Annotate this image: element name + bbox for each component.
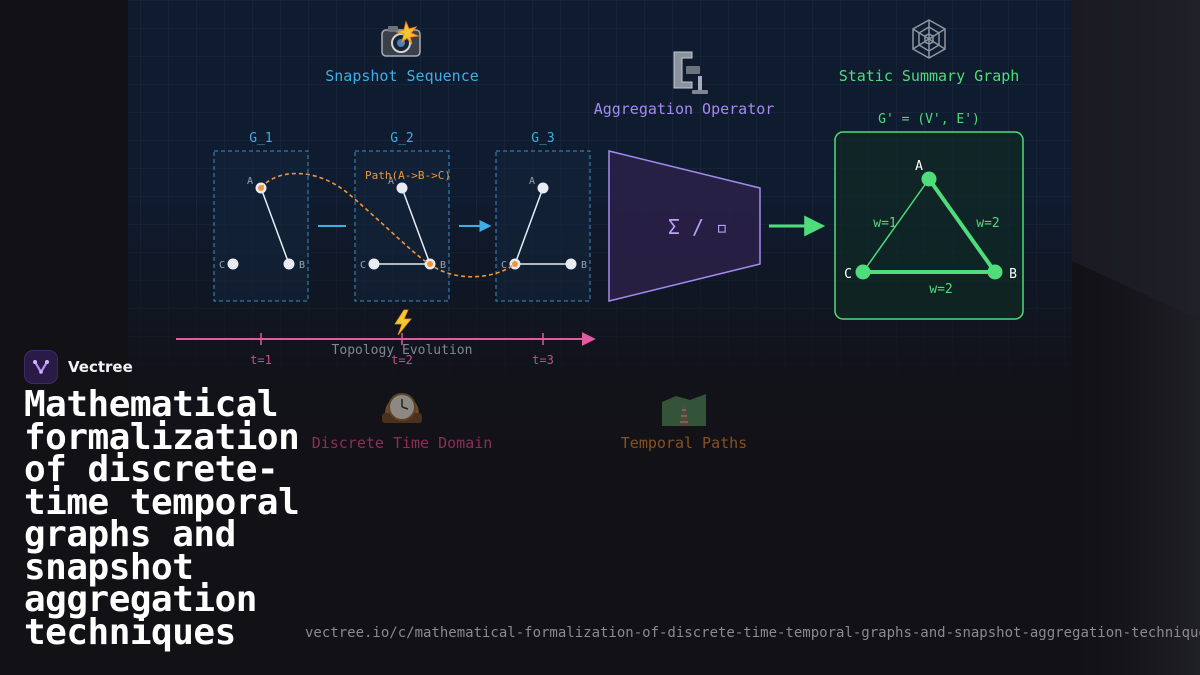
article-title: Mathematical formalization of discrete-t… bbox=[24, 384, 300, 653]
summary-edge-ab bbox=[927, 177, 997, 274]
snapshot-sequence-label: Snapshot Sequence bbox=[325, 67, 479, 85]
graph-node bbox=[227, 258, 239, 270]
brand[interactable]: Vectree bbox=[24, 350, 133, 384]
vectree-logo-icon bbox=[24, 350, 58, 384]
static-summary-graph-label: Static Summary Graph bbox=[839, 67, 1020, 85]
graph-node bbox=[283, 258, 295, 270]
path-marker bbox=[258, 185, 264, 191]
snapshot-g2: G_2 A B C bbox=[354, 131, 450, 302]
web-icon bbox=[912, 19, 946, 59]
node-label: C bbox=[219, 260, 225, 271]
aggregation-funnel bbox=[608, 150, 761, 302]
summary-node-b bbox=[987, 264, 1003, 280]
node-label: B bbox=[581, 260, 587, 271]
path-marker bbox=[427, 261, 433, 267]
node-label: C bbox=[501, 260, 507, 271]
graph-node bbox=[368, 258, 380, 270]
node-label: A bbox=[388, 176, 394, 187]
summary-node-c bbox=[855, 264, 871, 280]
timeline-tick-label: t=3 bbox=[532, 353, 554, 367]
node-label: B bbox=[440, 260, 446, 271]
summary-graph-formula: G' = (V', E') bbox=[878, 112, 980, 127]
topology-evolution-label: Topology Evolution bbox=[332, 343, 473, 358]
snapshot-title: G_3 bbox=[531, 131, 554, 146]
camera-flash-icon bbox=[381, 20, 421, 57]
graph-node bbox=[396, 182, 408, 194]
snapshot-title: G_1 bbox=[249, 131, 272, 146]
clamp-icon bbox=[673, 51, 708, 94]
temporal-paths-label: Temporal Paths bbox=[621, 434, 747, 452]
mantel-clock-icon bbox=[382, 393, 422, 423]
graph-node bbox=[565, 258, 577, 270]
aggregation-operator-label: Aggregation Operator bbox=[594, 100, 775, 118]
article-url[interactable]: vectree.io/c/mathematical-formalization-… bbox=[305, 625, 1200, 641]
summary-node-label: C bbox=[844, 267, 852, 282]
summary-node-label: B bbox=[1009, 267, 1017, 282]
path-marker bbox=[512, 261, 518, 267]
summary-node-a bbox=[921, 171, 937, 187]
snapshot-g1: G_1 A B C bbox=[213, 131, 309, 302]
node-label: A bbox=[529, 176, 535, 187]
aggregation-operator-symbol: Σ / ▫ bbox=[668, 215, 728, 239]
timeline-tick-label: t=1 bbox=[250, 353, 272, 367]
edge-weight-label: w=2 bbox=[976, 216, 999, 231]
node-label: C bbox=[360, 260, 366, 271]
lightning-icon bbox=[394, 309, 412, 336]
node-label: A bbox=[247, 176, 253, 187]
railway-track-icon bbox=[662, 394, 706, 426]
edge-weight-label: w=1 bbox=[873, 216, 896, 231]
edge-weight-label: w=2 bbox=[929, 282, 952, 297]
summary-node-label: A bbox=[915, 159, 923, 174]
summary-edge-ca bbox=[862, 178, 930, 273]
snapshot-title: G_2 bbox=[390, 131, 413, 146]
timeline-tick-label: t=2 bbox=[391, 353, 413, 367]
node-label: B bbox=[299, 260, 305, 271]
snapshot-g3: G_3 A B C bbox=[495, 131, 591, 302]
graph-node bbox=[537, 182, 549, 194]
brand-name: Vectree bbox=[68, 358, 133, 376]
temporal-path-label: Path(A->B->C) bbox=[365, 169, 451, 182]
discrete-time-domain-label: Discrete Time Domain bbox=[312, 434, 493, 452]
